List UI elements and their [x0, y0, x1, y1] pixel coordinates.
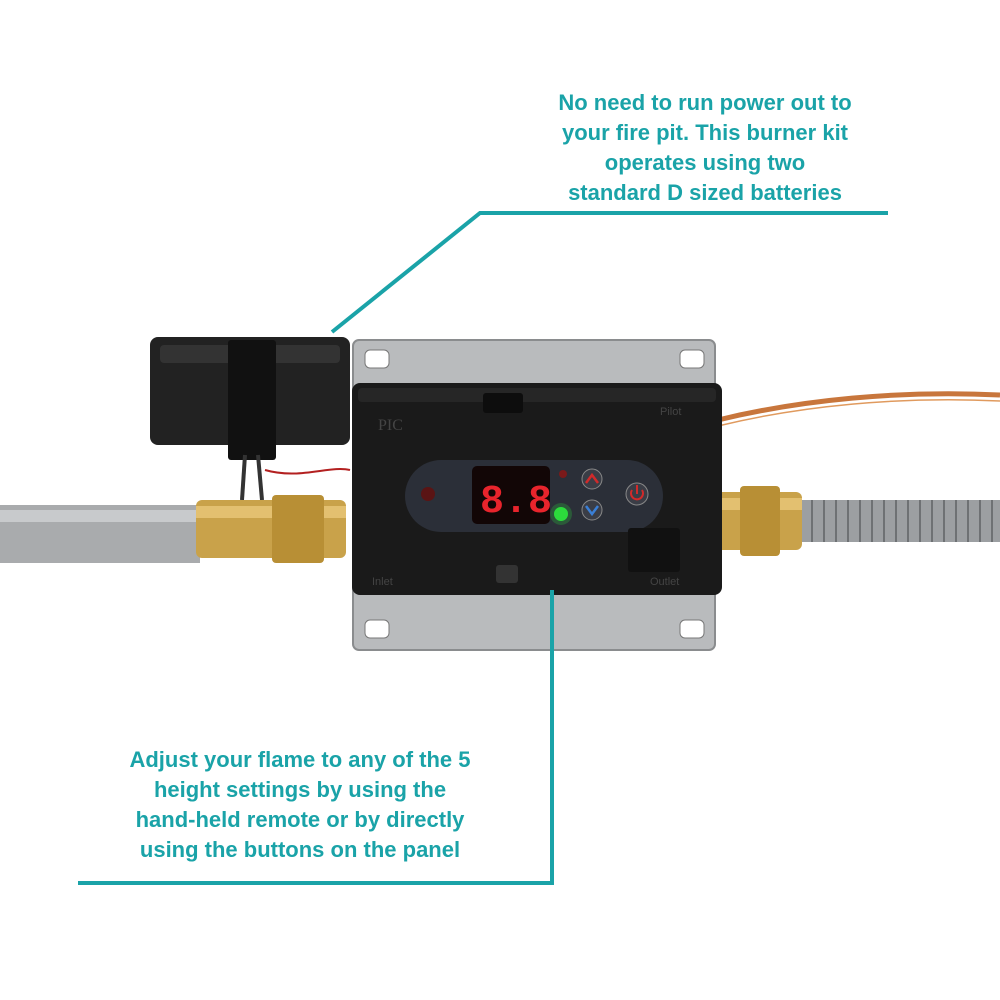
brand-mark: PIC: [378, 417, 403, 434]
callout-line: your fire pit. This burner kit: [561, 120, 849, 145]
receiver-led: [421, 487, 435, 501]
up-button[interactable]: [581, 468, 603, 490]
callout-line: Adjust your flame to any of the 5: [129, 747, 471, 772]
label-outlet: Outlet: [650, 576, 679, 588]
label-inlet: Inlet: [372, 576, 393, 588]
callout-line: hand-held remote or by directly: [135, 807, 465, 832]
copper-thermocouple-wire: [717, 391, 1000, 423]
display-digits: 8.8: [480, 480, 552, 525]
up-arrow-icon: [585, 472, 599, 484]
label-pilot: Pilot: [660, 406, 681, 418]
callout-line: height settings by using the: [153, 777, 447, 802]
callout-line: No need to run power out to: [558, 90, 852, 115]
power-icon: [630, 489, 644, 501]
down-button[interactable]: [581, 499, 603, 521]
down-arrow-icon: [585, 505, 599, 517]
led-display: [472, 466, 550, 524]
indicator-led-red: [559, 470, 567, 478]
status-led-green: [554, 507, 568, 521]
battery-callout: No need to run power out to your fire pi…: [520, 88, 890, 208]
top-leader-line: [330, 211, 888, 334]
callout-line: using the buttons on the panel: [139, 837, 461, 862]
bottom-leader-line: [78, 590, 554, 885]
flame-height-callout: Adjust your flame to any of the 5 height…: [80, 745, 520, 865]
callout-line: standard D sized batteries: [568, 180, 842, 205]
callout-line: operates using two: [604, 150, 806, 175]
